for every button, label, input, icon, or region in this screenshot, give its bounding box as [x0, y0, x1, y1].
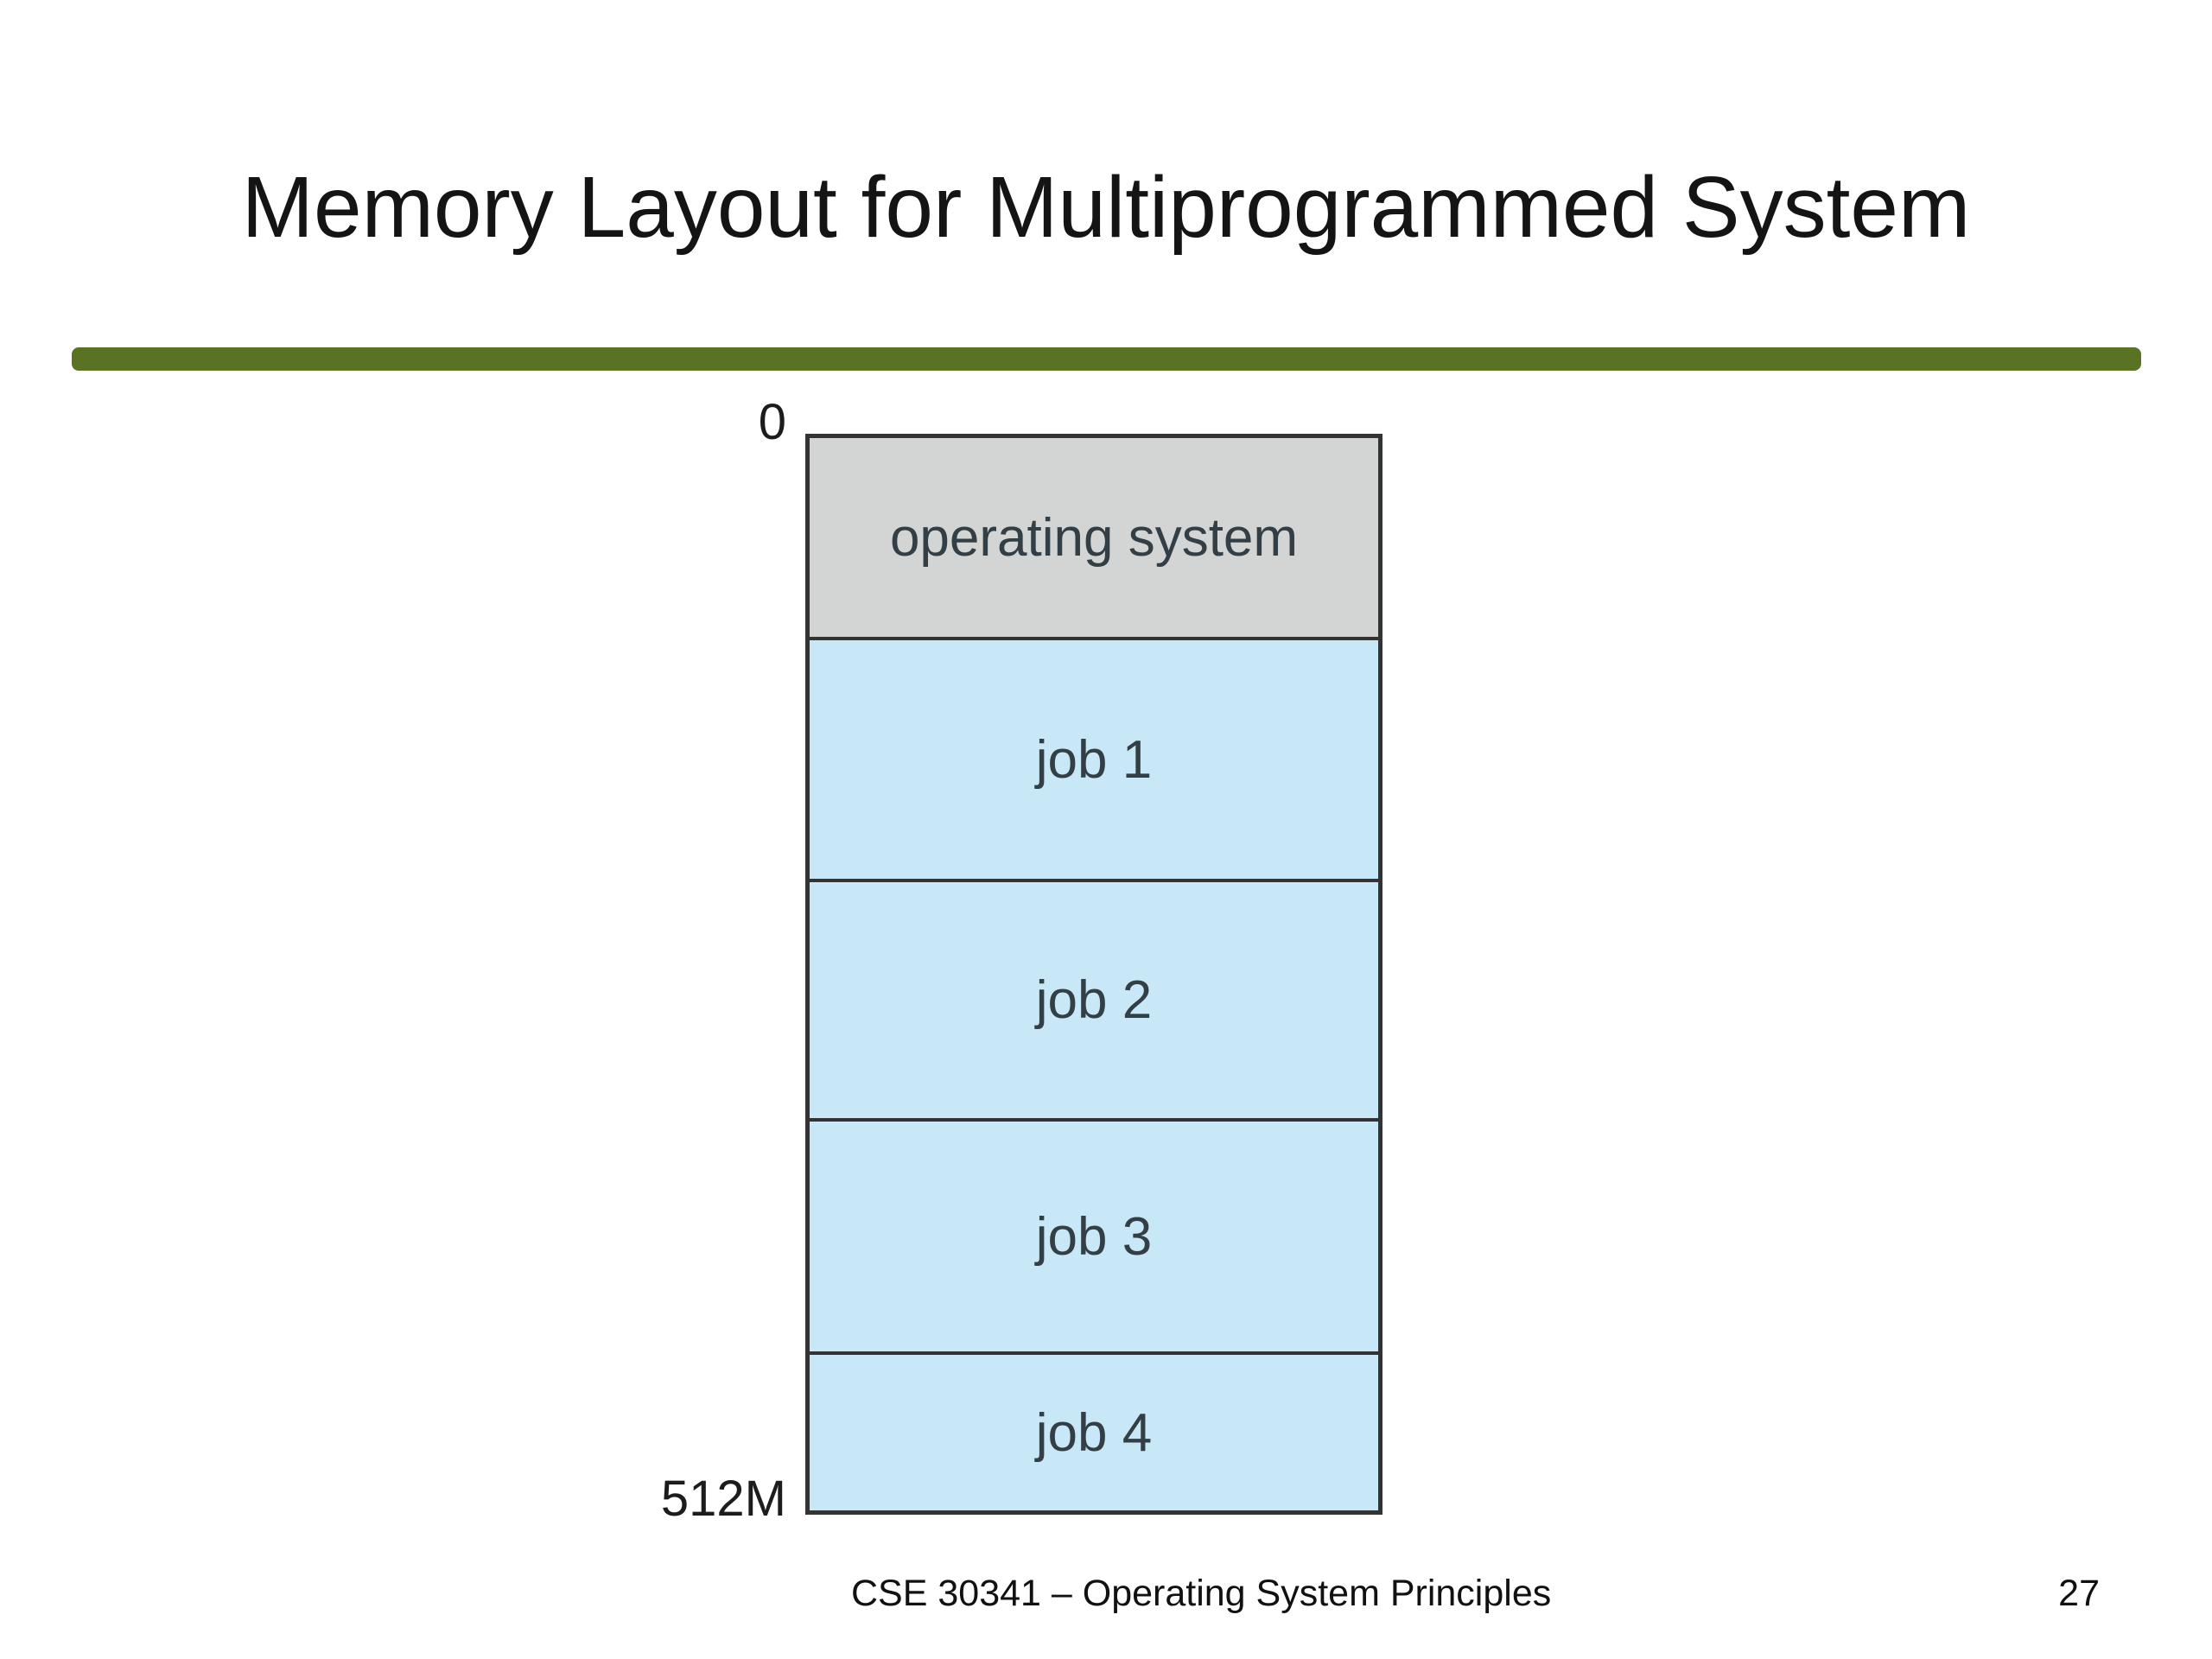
- footer-page-number: 27: [2058, 1573, 2100, 1614]
- memory-block-job-1: job 1: [810, 637, 1378, 879]
- memory-block-label: job 4: [1035, 1402, 1153, 1463]
- memory-address-end-label: 512M: [660, 1471, 786, 1527]
- memory-block-label: job 3: [1035, 1206, 1153, 1267]
- memory-block-label: job 1: [1035, 729, 1153, 790]
- memory-block-operating-system: operating system: [810, 438, 1378, 637]
- memory-block-job-4: job 4: [810, 1351, 1378, 1510]
- memory-address-start-label: 0: [758, 394, 786, 450]
- title-divider-bar: [72, 347, 2141, 371]
- memory-block-label: job 2: [1035, 970, 1153, 1030]
- memory-block-job-2: job 2: [810, 879, 1378, 1118]
- slide-title: Memory Layout for Multiprogrammed System: [241, 159, 1971, 256]
- footer-course-text: CSE 30341 – Operating System Principles: [851, 1573, 1552, 1614]
- memory-block-job-3: job 3: [810, 1118, 1378, 1351]
- memory-block-label: operating system: [889, 507, 1299, 568]
- memory-layout-box: operating system job 1 job 2 job 3 job 4: [805, 434, 1382, 1515]
